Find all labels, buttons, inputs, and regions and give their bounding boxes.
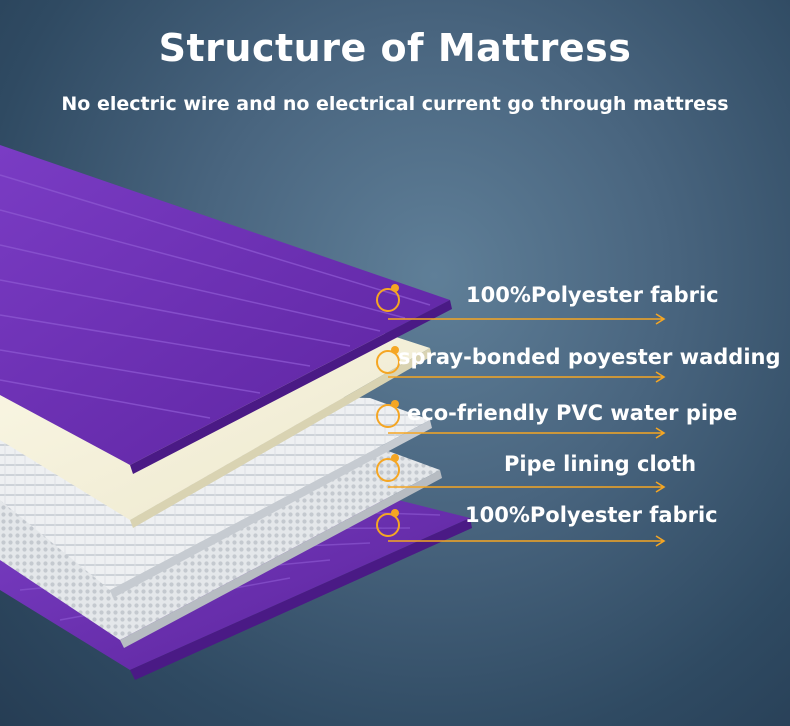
marker-0 [376, 284, 666, 325]
layer-label-bottom-fabric: 100%Polyester fabric [465, 503, 718, 527]
marker-1 [376, 346, 666, 383]
layer-label-water-pipe: eco-friendly PVC water pipe [407, 401, 738, 425]
marker-4 [376, 509, 666, 547]
marker-2 [376, 400, 666, 439]
page-title: Structure of Mattress [158, 26, 632, 70]
layer-label-wadding: spray-bonded poyester wadding [398, 345, 781, 369]
top-fabric-layer [0, 145, 452, 474]
layer-label-lining-cloth: Pipe lining cloth [504, 452, 697, 476]
marker-3 [376, 454, 666, 493]
page-subtitle: No electric wire and no electrical curre… [61, 93, 729, 115]
layer-label-top-fabric: 100%Polyester fabric [466, 283, 719, 307]
